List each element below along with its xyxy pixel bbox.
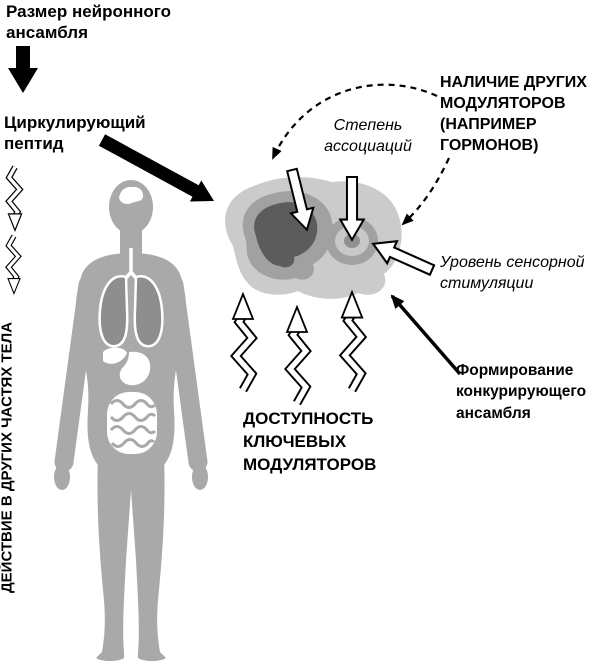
peptide-to-brain-arrow: [98, 134, 214, 202]
modulator-zigzag-arrow-3: [342, 292, 362, 390]
stomach: [119, 351, 151, 386]
body-foot-right: [138, 652, 166, 661]
label-association-degree: Степень ассоциаций: [324, 117, 412, 155]
other-modulators-dashed-arrow: [401, 157, 450, 226]
label-sensory-stimulation: Уровень сенсорной стимуляции: [440, 254, 585, 292]
label-key-modulators: ДОСТУПНОСТЬ КЛЮЧЕВЫХ МОДУЛЯТОРОВ: [243, 409, 377, 474]
liver: [103, 347, 127, 364]
body-hand-right: [192, 464, 208, 490]
neural-ensemble-blob: [225, 177, 402, 299]
body-organs: [98, 186, 164, 454]
lung-left: [98, 275, 129, 348]
competing-ensemble-arrow: [390, 294, 462, 376]
association-dashed-arrow: [271, 83, 438, 160]
body-legs: [97, 455, 165, 652]
body-arm-right: [164, 275, 208, 472]
lung-right: [133, 275, 164, 348]
body-hand-left: [54, 464, 70, 490]
peptide-zigzag-arrow-1: [8, 167, 21, 230]
modulator-zigzag-arrow-1: [233, 294, 253, 390]
label-competing-ensemble: Формирование конкурирующего ансамбля: [456, 362, 587, 422]
ensemble-size-arrow: [8, 46, 38, 93]
label-body-action-vertical: ДЕЙСТВИЕ В ДРУГИХ ЧАСТЯХ ТЕЛА: [0, 321, 16, 594]
label-circulating-peptide: Циркулирующий пептид: [4, 113, 146, 153]
body-arm-left: [54, 275, 98, 472]
label-other-modulators: НАЛИЧИЕ ДРУГИХ МОДУЛЯТОРОВ (НАПРИМЕР ГОР…: [440, 74, 587, 155]
modulator-zigzag-arrow-2: [287, 307, 307, 403]
body-neck: [120, 225, 142, 257]
brain-in-head: [119, 186, 144, 204]
label-ensemble-size: Размер нейронного ансамбля: [6, 2, 172, 42]
peptide-zigzag-arrow-2: [8, 236, 20, 294]
body-foot-left: [96, 652, 124, 661]
blob-ring-center: [344, 234, 360, 248]
intestines: [107, 392, 157, 454]
